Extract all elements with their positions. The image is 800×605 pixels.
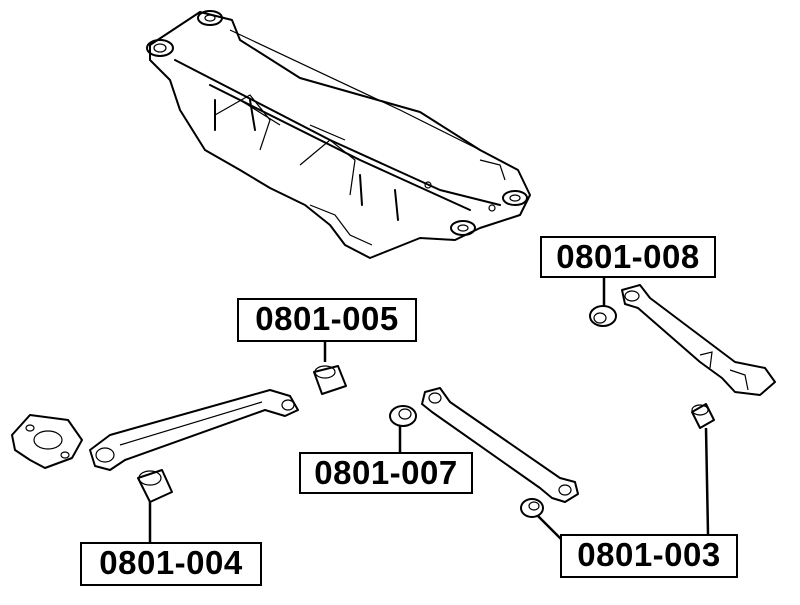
part-label-0801-008: 0801-008	[540, 236, 716, 278]
part-label-0801-004: 0801-004	[80, 542, 262, 586]
bushing-003-a	[691, 403, 715, 535]
part-label-0801-007: 0801-007	[299, 452, 473, 494]
part-label-0801-005: 0801-005	[237, 298, 417, 342]
bushing-003-b	[520, 498, 563, 541]
trailing-arm-004	[89, 389, 299, 471]
bushing-004	[137, 469, 173, 542]
bushing-007	[389, 405, 417, 452]
bushing-008	[589, 278, 617, 327]
lateral-link-007	[421, 387, 579, 503]
control-arm-008	[621, 284, 776, 396]
rear-subframe	[146, 10, 531, 259]
mount-bracket	[11, 414, 83, 469]
bushing-005	[313, 342, 347, 395]
part-label-0801-003: 0801-003	[560, 534, 738, 578]
